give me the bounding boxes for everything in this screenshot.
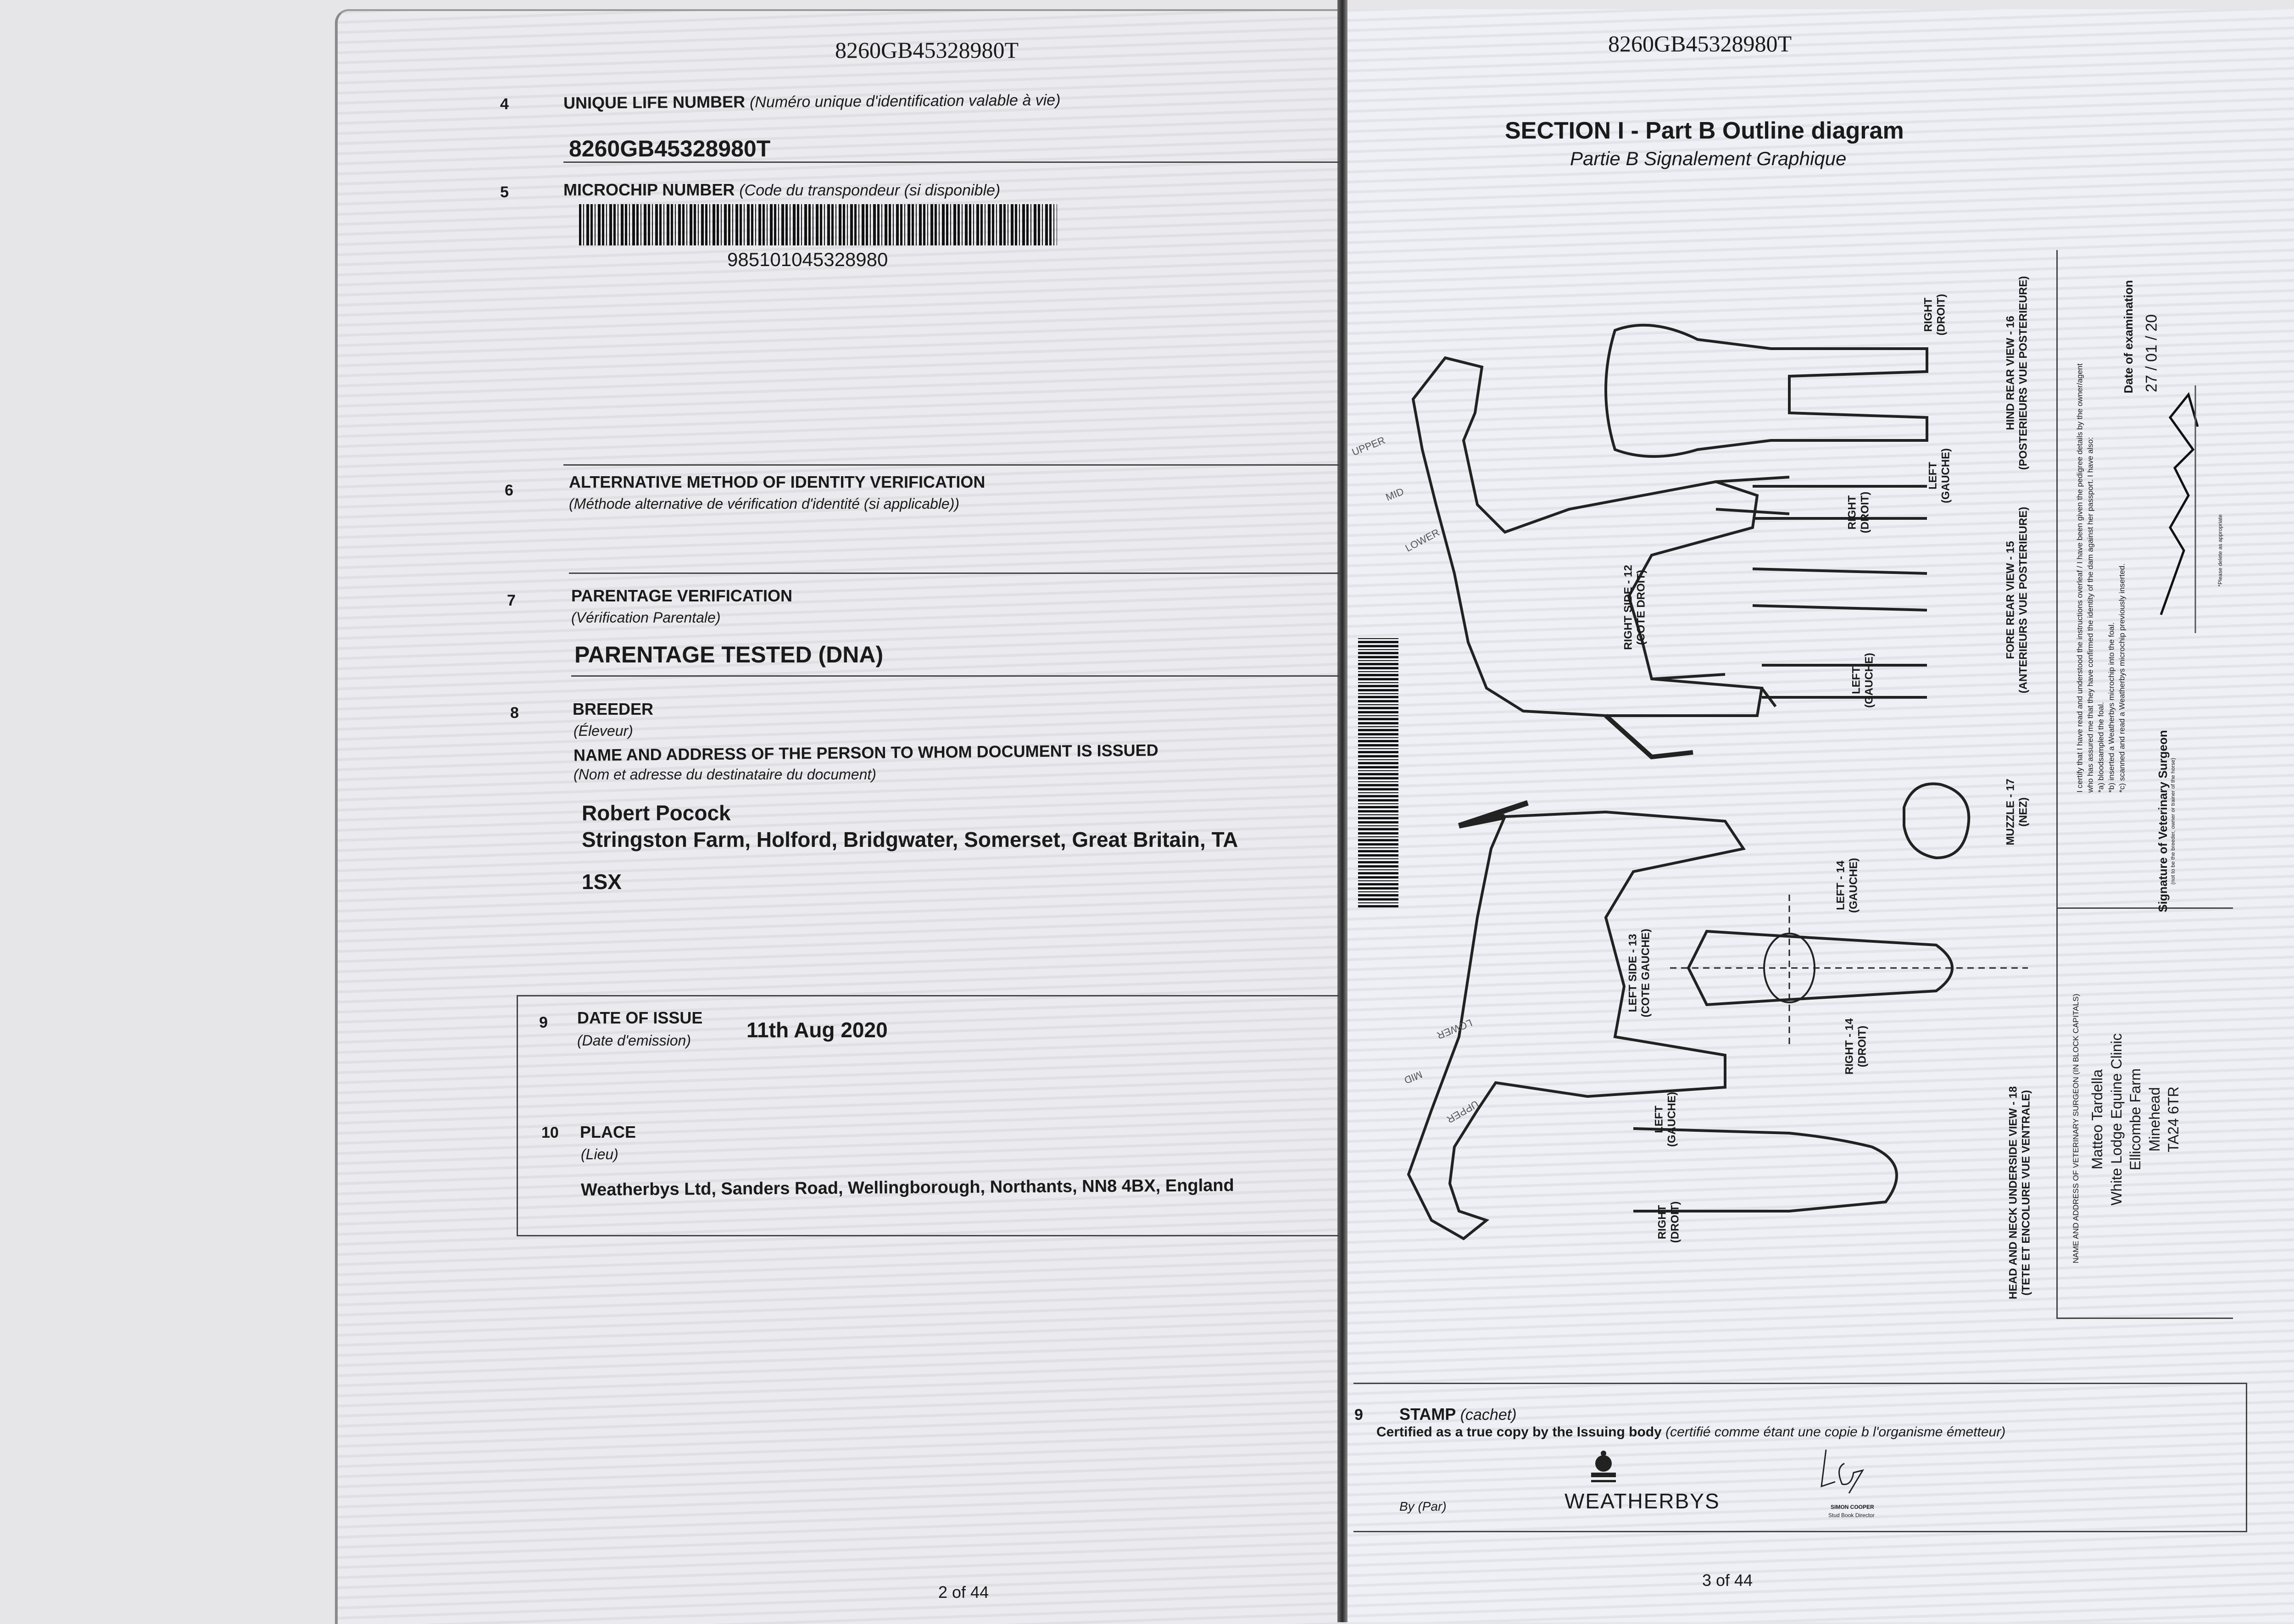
parentage-label: PARENTAGE VERIFICATION [571,586,793,605]
item-number: 4 [500,95,509,113]
vet-signature [2160,385,2199,633]
weatherbys-crown-logo [1591,1451,1616,1482]
right-side-label: RIGHT SIDE - 12(COTE DROIT) [1622,565,1647,650]
vertical-barcode [1358,637,1398,907]
underside-right-label: RIGHT(DROIT) [1656,1201,1681,1243]
hind-left-label: LEFT(GAUCHE) [1927,448,1952,503]
date-of-issue-label: DATE OF ISSUE [577,1008,703,1027]
item-number: 9 [1354,1406,1363,1424]
head-underside-outline [1633,1127,1898,1212]
muzzle-outline [1903,782,1971,860]
breeder-name: Robert Pocock [582,801,731,825]
delete-note: *Please delete as appropriate [2217,514,2224,587]
breeder-label-fr: (Éleveur) [574,723,633,739]
certified-copy-text: Certified as a true copy by the Issuing … [1376,1424,2006,1440]
right-side-horse-tail [1604,714,1693,760]
underside-left-label: LEFT(GAUCHE) [1653,1092,1678,1147]
item-number: 8 [510,704,519,722]
ulm-value: 8260GB45328980T [569,136,771,161]
issuer-signature [1821,1449,1865,1494]
vet-name-label: NAME AND ADDRESS OF VETERINARY SURGEON (… [2071,994,2081,1263]
column-divider [2056,907,2233,909]
by-label: By (Par) [1399,1499,1447,1513]
head-whorl-circle [1763,933,1815,1003]
divider [563,161,1340,163]
head-right-label: RIGHT - 14(DROIT) [1843,1018,1868,1075]
left-side-horse-outline [1407,810,1746,1240]
left-page [335,9,1347,1624]
hind-rear-view-label: HIND REAR VIEW - 16(POSTERIEURS VUE POST… [2004,276,2029,470]
recipient-label-fr: (Nom et adresse du destinataire du docum… [574,766,876,783]
stamp-box [1353,1383,2247,1532]
right-side-horse-outline [1411,356,1764,717]
parentage-label-fr: (Vérification Parentale) [571,609,721,626]
item-number: 10 [541,1124,559,1141]
parentage-value: PARENTAGE TESTED (DNA) [574,642,884,667]
fore-right-label: RIGHT(DROIT) [1846,491,1871,534]
header-ulm: 8260GB45328980T [1608,31,1792,56]
breeder-label: BREEDER [573,700,654,718]
date-of-issue-value: 11th Aug 2020 [746,1018,888,1042]
signature-label: Signature of Veterinary Surgeon(not to b… [2156,730,2177,912]
breeder-address-line2: 1SX [582,870,622,894]
divider [569,573,1340,574]
fore-rear-view-outline [1752,485,1927,699]
hind-rear-view-outline [1604,323,1928,458]
place-label: PLACE [580,1123,636,1141]
head-front-view-outline [1687,929,1954,1007]
header-ulm: 8260GB45328980T [835,37,1019,63]
certification-text: I certify that I have read and understoo… [2075,363,2127,793]
issue-box [517,995,1339,1236]
stamp-label: STAMP (cachet) [1399,1405,1517,1424]
page-number: 2 of 44 [938,1583,989,1602]
microchip-barcode [579,204,1057,245]
microchip-value: 985101045328980 [727,249,888,270]
fore-left-label: LEFT(GAUCHE) [1850,653,1875,708]
signatory-title: Stud Book Director [1828,1512,1875,1518]
item-number: 9 [539,1014,548,1031]
section-subtitle: Partie B Signalement Graphique [1570,148,1847,169]
alt-method-label: ALTERNATIVE METHOD OF IDENTITY VERIFICAT… [569,473,986,491]
left-side-horse-tail [1458,800,1529,829]
right-side-horse-legs [1651,476,1790,707]
item-number: 5 [500,184,509,201]
breeder-address-line1: Stringston Farm, Holford, Bridgwater, So… [582,828,1238,851]
vet-address: Matteo Tardella White Lodge Equine Clini… [2089,1033,2182,1206]
divider [571,675,1340,677]
book-spine [1337,0,1347,1622]
section-title: SECTION I - Part B Outline diagram [1505,117,1904,144]
column-divider [2056,1318,2233,1319]
fore-rear-view-label: FORE REAR VIEW - 15(ANTERIEURS VUE POSTE… [2004,506,2029,694]
underside-view-label: HEAD AND NECK UNDERSIDE VIEW - 18(TETE E… [2007,1086,2032,1300]
item-number: 7 [507,592,516,609]
weatherbys-logo-text: WEATHERBYS [1565,1489,1720,1513]
alt-method-label-fr: (Méthode alternative de vérification d'i… [569,495,959,512]
hind-right-label: RIGHT(DROIT) [1922,294,1947,336]
divider [563,464,1340,466]
page-number: 3 of 44 [1702,1571,1753,1590]
head-centre-line [1670,895,2028,1046]
column-divider [2056,250,2058,1319]
date-of-issue-label-fr: (Date d'emission) [577,1032,691,1049]
item-number: 6 [505,482,513,499]
date-of-examination-label: Date of examination [2121,280,2136,394]
muzzle-label: MUZZLE - 17(NEZ) [2004,779,2029,845]
left-side-label: LEFT SIDE - 13(COTE GAUCHE) [1626,929,1652,1018]
place-label-fr: (Lieu) [581,1146,618,1162]
head-left-label: LEFT - 14(GAUCHE) [1834,858,1860,913]
signatory-name: SIMON COOPER [1831,1504,1874,1510]
microchip-label: MICROCHIP NUMBER (Code du transpondeur (… [563,180,1001,199]
